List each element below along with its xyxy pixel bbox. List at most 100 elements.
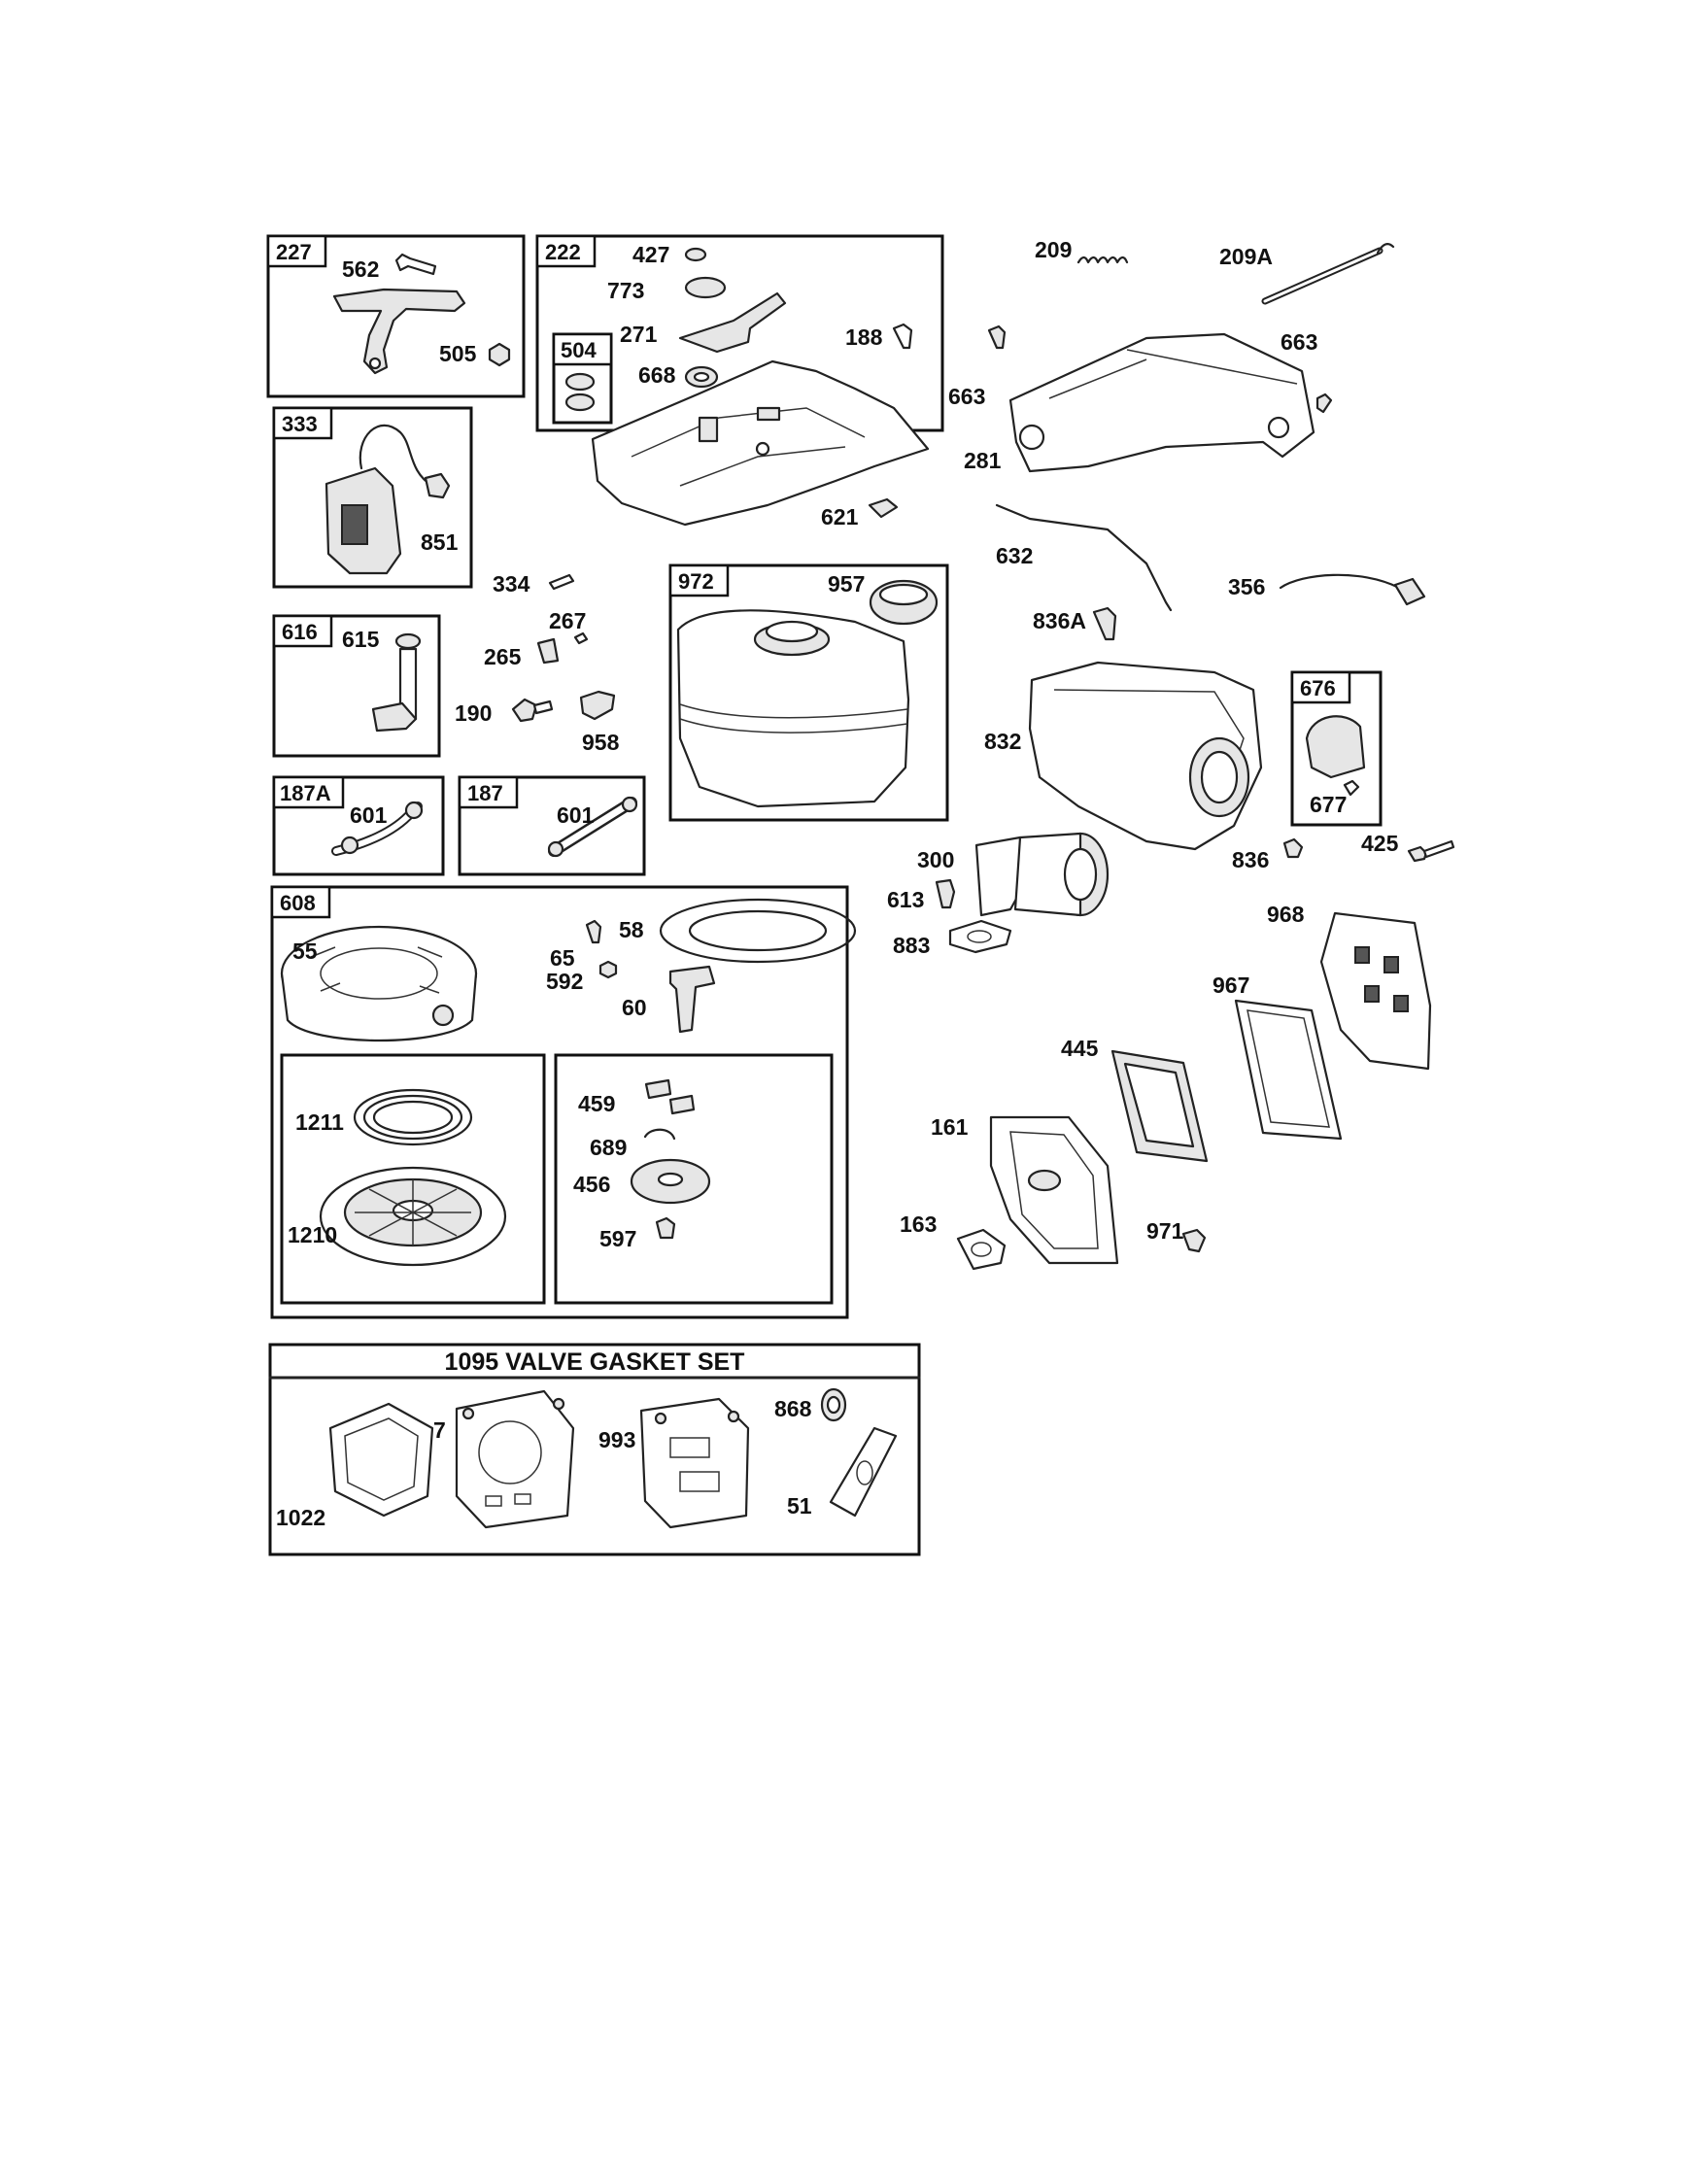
label-161: 161 bbox=[931, 1114, 969, 1140]
control-bracket-281-part bbox=[1008, 332, 1315, 473]
box-label-972: 972 bbox=[678, 569, 714, 594]
label-851: 851 bbox=[421, 529, 459, 555]
label-65: 65 bbox=[550, 945, 575, 971]
label-832: 832 bbox=[984, 729, 1021, 754]
spring-209-part bbox=[1076, 256, 1129, 264]
screw-971-part bbox=[1181, 1228, 1207, 1253]
spring-209A-part bbox=[1261, 243, 1395, 305]
label-459: 459 bbox=[578, 1091, 615, 1116]
pawl-459-part bbox=[644, 1078, 696, 1115]
bolt-267-part bbox=[573, 631, 589, 645]
box-227: 227 bbox=[266, 234, 526, 398]
screw-836-part bbox=[1282, 837, 1304, 859]
fuel-cap-957-part bbox=[869, 579, 939, 626]
label-971: 971 bbox=[1146, 1218, 1184, 1244]
label-505: 505 bbox=[439, 341, 477, 366]
nut-592-part bbox=[598, 960, 618, 979]
screw-65-part bbox=[585, 919, 602, 944]
label-1211: 1211 bbox=[295, 1109, 344, 1135]
label-1210: 1210 bbox=[288, 1222, 337, 1247]
screw-334-part bbox=[548, 573, 575, 591]
spring-plate-773-part bbox=[684, 276, 727, 299]
screw-663a-part bbox=[987, 324, 1007, 350]
governor-lever-271-part bbox=[678, 291, 787, 354]
box-676: 676 bbox=[1290, 670, 1383, 827]
cover-968-part bbox=[1319, 911, 1432, 1071]
pre-cleaner-967-part bbox=[1234, 999, 1343, 1141]
label-55: 55 bbox=[292, 938, 318, 964]
label-663a: 663 bbox=[948, 384, 985, 409]
bolt-613-part bbox=[935, 878, 956, 909]
label-281: 281 bbox=[964, 448, 1002, 473]
label-425: 425 bbox=[1361, 831, 1399, 856]
fitting-958-part bbox=[579, 690, 616, 721]
box-label-333: 333 bbox=[282, 412, 318, 436]
label-615: 615 bbox=[342, 627, 380, 652]
bolt-562-part bbox=[394, 253, 437, 276]
elbow-300-part bbox=[974, 832, 1110, 917]
box-label-676: 676 bbox=[1300, 676, 1336, 700]
nut-505-part bbox=[488, 342, 511, 367]
fuel-line-187A-part bbox=[331, 801, 424, 856]
blower-housing-832-part bbox=[1028, 661, 1263, 851]
label-668: 668 bbox=[638, 362, 676, 388]
label-58: 58 bbox=[619, 917, 644, 942]
label-773: 773 bbox=[607, 278, 644, 303]
label-689: 689 bbox=[590, 1135, 627, 1160]
label-209A: 209A bbox=[1219, 244, 1273, 269]
label-334: 334 bbox=[493, 571, 530, 597]
label-188: 188 bbox=[845, 324, 883, 350]
box-label-227: 227 bbox=[276, 240, 312, 264]
recoil-spring-1211-part bbox=[353, 1088, 473, 1146]
label-836A: 836A bbox=[1033, 608, 1086, 633]
box-187A: 187A bbox=[272, 775, 445, 876]
label-968: 968 bbox=[1267, 902, 1305, 927]
label-663b: 663 bbox=[1281, 329, 1317, 355]
label-445: 445 bbox=[1061, 1036, 1099, 1061]
washer-504-parts bbox=[564, 372, 596, 412]
starter-handle-60-part bbox=[668, 965, 716, 1034]
label-300: 300 bbox=[917, 847, 954, 872]
label-868: 868 bbox=[774, 1396, 812, 1421]
label-957: 957 bbox=[828, 571, 865, 597]
label-163: 163 bbox=[900, 1211, 937, 1237]
label-190: 190 bbox=[455, 700, 492, 726]
starter-rope-58-part bbox=[659, 898, 857, 964]
gasket-1022-part bbox=[328, 1402, 434, 1518]
washer-427-part bbox=[684, 247, 707, 262]
box-gasket-set: 1095 VALVE GASKET SET bbox=[268, 1343, 921, 1556]
screw-677-part bbox=[1343, 779, 1360, 797]
air-filter-445-part bbox=[1110, 1049, 1209, 1163]
wire-356-part bbox=[1279, 573, 1426, 606]
label-267: 267 bbox=[549, 608, 586, 633]
throttle-lever-part bbox=[332, 288, 466, 375]
label-1022: 1022 bbox=[276, 1505, 325, 1530]
cover-676-part bbox=[1305, 715, 1366, 779]
pulley-1210-part bbox=[319, 1166, 507, 1267]
ignition-coil-part bbox=[325, 424, 451, 575]
bolt-425-part bbox=[1407, 839, 1455, 863]
box-label-504: 504 bbox=[561, 338, 597, 362]
box-608: 608 bbox=[270, 885, 849, 1319]
box-616: 616 bbox=[272, 614, 441, 758]
label-7: 7 bbox=[433, 1417, 446, 1443]
bolt-836A-part bbox=[1092, 606, 1117, 641]
label-836: 836 bbox=[1232, 847, 1269, 872]
washer-668-part bbox=[684, 365, 719, 389]
label-601b: 601 bbox=[557, 802, 595, 828]
label-265: 265 bbox=[484, 644, 522, 669]
bolt-188-part bbox=[892, 323, 913, 350]
fuel-tank-part bbox=[676, 609, 910, 808]
label-601a: 601 bbox=[350, 802, 388, 828]
label-597: 597 bbox=[599, 1226, 636, 1251]
control-bracket-plate-part bbox=[591, 359, 930, 527]
box-333: 333 bbox=[272, 406, 473, 589]
label-621: 621 bbox=[821, 504, 859, 529]
box-504: 504 bbox=[552, 332, 613, 425]
air-cleaner-base-161-part bbox=[989, 1115, 1119, 1265]
clip-621-part bbox=[868, 497, 899, 519]
clip-265-part bbox=[536, 637, 560, 665]
screw-663b-part bbox=[1315, 392, 1333, 414]
box-label-222: 222 bbox=[545, 240, 581, 264]
